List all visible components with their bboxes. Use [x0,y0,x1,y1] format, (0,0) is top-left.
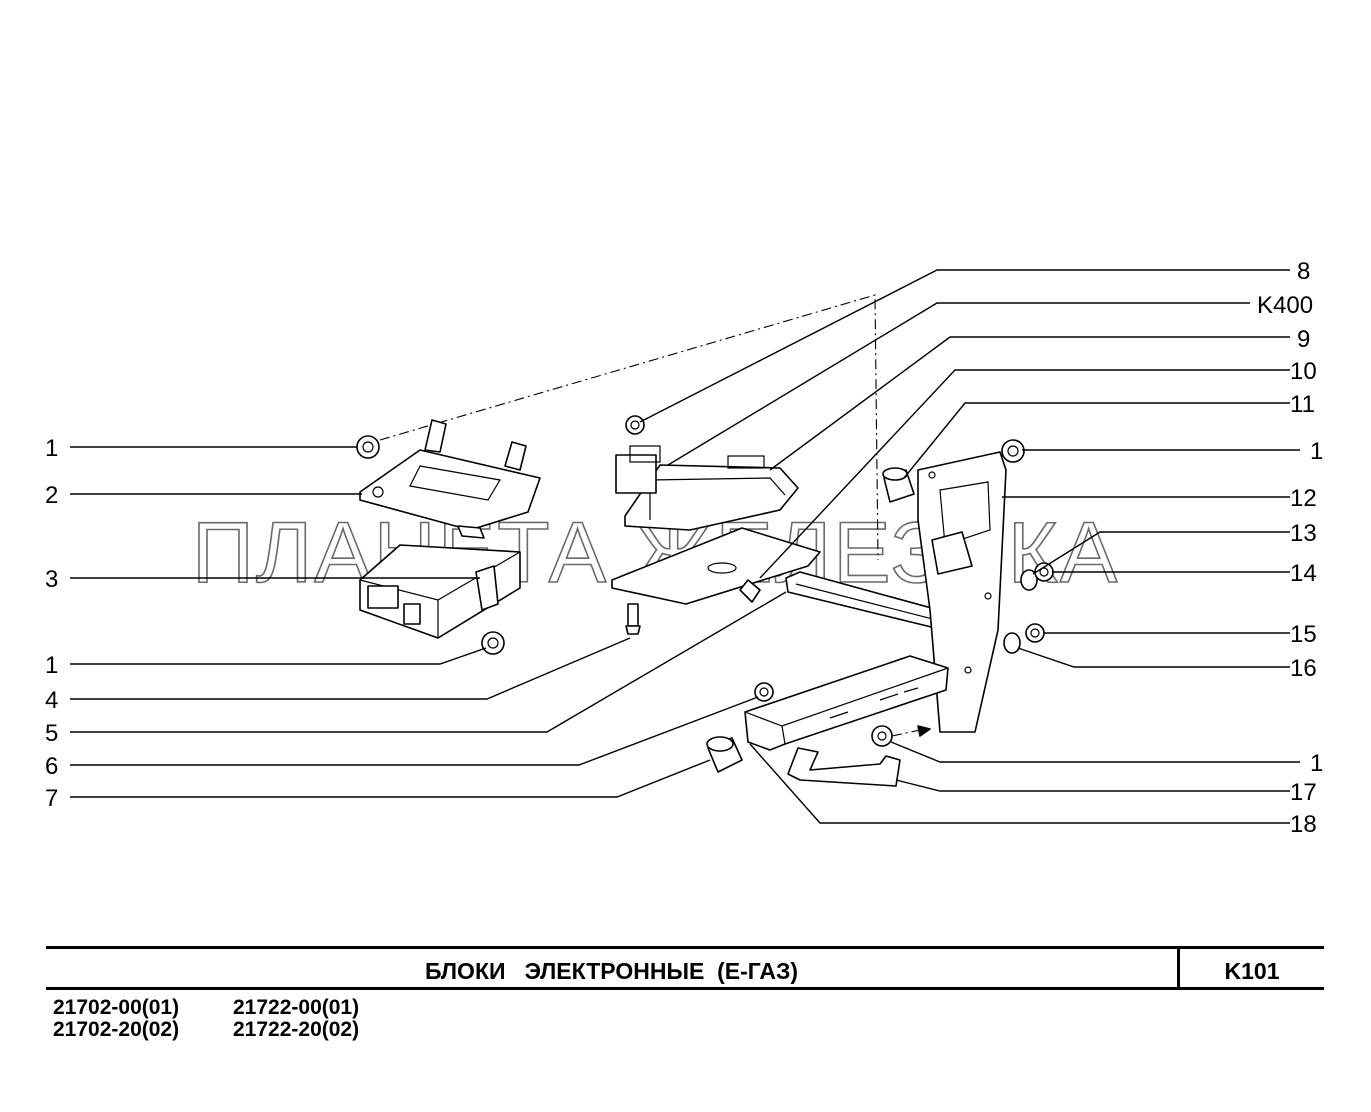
callout-label: 11 [1290,391,1315,418]
nut-6 [754,682,774,702]
callout-label: 5 [45,720,58,747]
sheet-code: K101 [1177,949,1324,987]
lower-bracket [744,655,949,751]
callout-label: 1 [45,435,58,462]
callout-label: 15 [1290,621,1317,648]
bolt-4 [625,603,641,635]
nut-8 [625,415,645,435]
washer-13 [1020,569,1038,591]
callouts-right: 8 K400 9 10 11 1 12 13 14 15 16 1 17 18 [1257,258,1323,838]
nut-lower-right [871,725,931,747]
exploded-parts-diagram: ПЛАНЕТА ЖЕЛЕЗЯКА [45,258,1323,838]
ecu-module [359,544,521,639]
nut-upper-left [356,435,380,459]
sleeve-7 [706,736,743,773]
callout-label: 12 [1290,485,1317,512]
leader-lines [70,269,1300,824]
sleeve-11 [882,467,915,503]
callout-label: 16 [1290,655,1317,682]
assembly-line [379,294,879,561]
callout-label: 8 [1297,258,1310,285]
callout-label: 6 [45,753,58,780]
callout-label: 4 [45,687,58,714]
nut-upper-right [1001,439,1025,463]
callout-label: 1 [45,652,58,679]
nut-14 [1034,562,1054,582]
callout-label: 1 [1310,750,1323,777]
washer-16 [1003,632,1021,654]
mounting-plate [611,527,821,605]
callout-label: 3 [45,566,58,593]
model-code: 21702-20(02) [53,1018,180,1041]
callouts-left: 1 2 3 1 4 5 6 7 [45,435,58,812]
callout-label: K400 [1257,292,1313,319]
callout-label: 14 [1290,560,1317,587]
callout-label: 2 [45,482,58,509]
handle-17 [787,747,901,787]
callout-label: 9 [1297,326,1310,353]
model-code: 21722-00(01) [233,996,360,1019]
callout-label: 13 [1290,520,1317,547]
vertical-bracket [917,451,1007,733]
nut-lower-left [481,631,505,655]
nut-15 [1025,623,1045,643]
model-code: 21722-20(02) [233,1018,360,1041]
electronic-unit-k400 [615,445,799,531]
model-code: 21702-00(01) [53,996,180,1019]
callout-label: 1 [1310,438,1323,465]
callout-label: 18 [1290,811,1317,838]
ecu-bracket [359,419,541,539]
callout-label: 10 [1290,358,1317,385]
callout-label: 17 [1290,779,1317,806]
callout-label: 7 [45,785,58,812]
diagram-title: БЛОКИ ЭЛЕКТРОННЫЕ (Е-ГАЗ) [424,958,799,984]
title-block: БЛОКИ ЭЛЕКТРОННЫЕ (Е-ГАЗ) K101 [46,946,1324,990]
